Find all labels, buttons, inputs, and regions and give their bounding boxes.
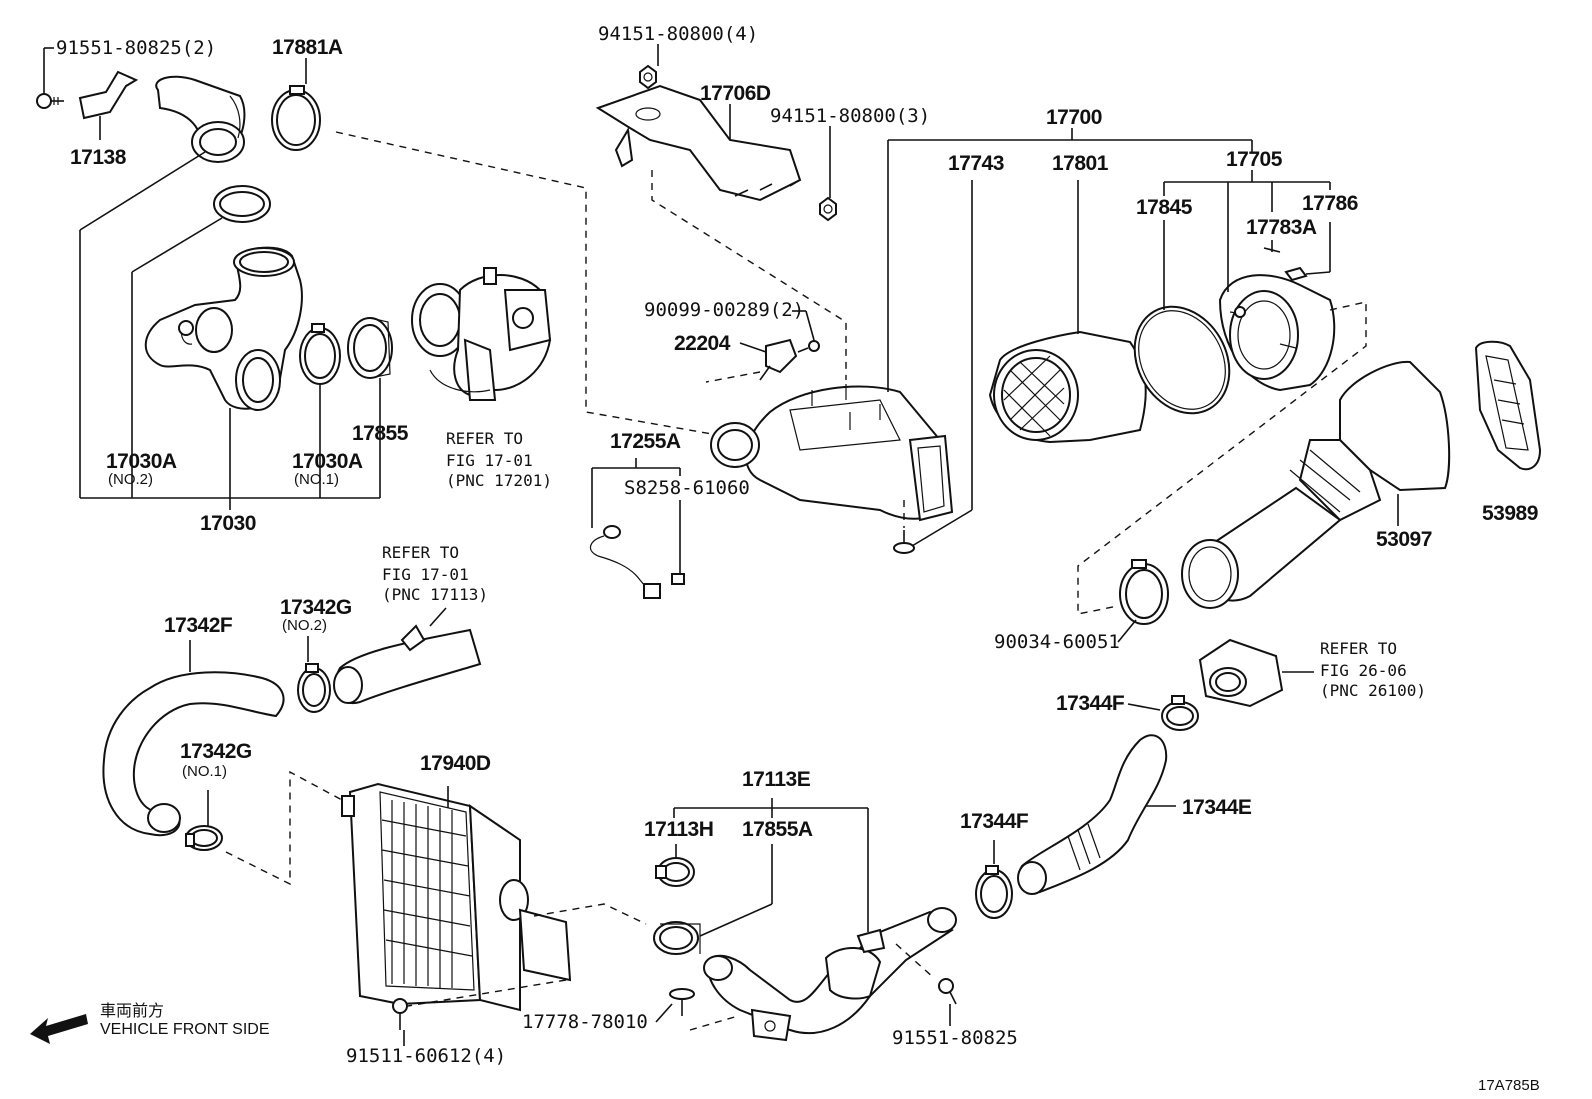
ref2-line1: REFER TO bbox=[382, 543, 459, 562]
label-17030A-no1: 17030A bbox=[292, 450, 363, 473]
label-17705: 17705 bbox=[1226, 148, 1283, 171]
label-17342G-no2: 17342G bbox=[280, 596, 352, 619]
label-17342G-no1-sub: (NO.1) bbox=[182, 763, 227, 780]
label-17855: 17855 bbox=[352, 422, 409, 445]
ref1-line2: FIG 17-01 bbox=[446, 451, 533, 470]
bolt-91551-80825-part-b bbox=[938, 978, 957, 1005]
label-17940D: 17940D bbox=[420, 752, 491, 775]
intercooler-17940D-part bbox=[341, 782, 572, 1012]
label-17255A: 17255A bbox=[610, 430, 681, 453]
elbow-hose-upper-part bbox=[155, 75, 246, 163]
label-17113H: 17113H bbox=[644, 818, 713, 841]
clip-17786-part bbox=[1284, 266, 1308, 282]
air-cleaner-case-part bbox=[710, 384, 954, 522]
cover-53989-part bbox=[1474, 340, 1542, 471]
clamp-90034-60051-part bbox=[1119, 559, 1169, 625]
pipe-17113E-part bbox=[703, 907, 957, 1042]
label-58258-61060: S8258-61060 bbox=[624, 477, 750, 499]
label-17030A-no2: 17030A bbox=[106, 450, 177, 473]
hose-17030-part bbox=[144, 246, 303, 411]
label-17344F-lower: 17344F bbox=[960, 810, 1029, 833]
clamp-17344F-upper-part bbox=[1161, 695, 1199, 731]
label-17706D: 17706D bbox=[700, 82, 771, 105]
label-17801: 17801 bbox=[1052, 152, 1109, 175]
ref2-line2: FIG 17-01 bbox=[382, 565, 469, 584]
clamp-17030A-no2-part bbox=[213, 185, 271, 223]
ref3-line1: REFER TO bbox=[1320, 639, 1397, 658]
label-17138: 17138 bbox=[70, 146, 127, 169]
nut-94151-80800-4-part bbox=[639, 64, 657, 90]
bolt-91551-80825-part bbox=[36, 93, 64, 109]
label-17783A: 17783A bbox=[1246, 216, 1317, 239]
bracket-17706D-part bbox=[595, 84, 802, 202]
clamp-17030A-no1-part bbox=[299, 323, 341, 385]
label-17342F: 17342F bbox=[164, 614, 233, 637]
label-17786: 17786 bbox=[1302, 192, 1358, 215]
pipe-ref-17113-part bbox=[333, 624, 482, 705]
ref1-line1: REFER TO bbox=[446, 429, 523, 448]
label-91511-60612-4: 91511-60612(4) bbox=[346, 1045, 506, 1067]
sensor-17255A-part bbox=[589, 525, 685, 599]
label-17700: 17700 bbox=[1046, 106, 1102, 129]
clamp-17113H-part bbox=[655, 857, 695, 887]
clamp-17344F-lower-part bbox=[975, 865, 1013, 919]
intake-duct-53097-part bbox=[1181, 360, 1451, 609]
label-17030: 17030 bbox=[200, 512, 256, 535]
label-90099-00289-2: 90099-00289(2) bbox=[644, 299, 804, 321]
label-17113E: 17113E bbox=[742, 768, 811, 791]
label-94151-80800-4: 94151-80800(4) bbox=[598, 23, 758, 45]
bolt-17778-78010-part bbox=[669, 988, 695, 1016]
label-17881A: 17881A bbox=[272, 36, 343, 59]
filter-element-17801-part bbox=[988, 330, 1147, 444]
diagram-code: 17A785B bbox=[1478, 1077, 1540, 1094]
clamp-17342G-no1-part bbox=[185, 825, 223, 851]
label-53097: 53097 bbox=[1376, 528, 1432, 551]
bolt-17743-part bbox=[893, 530, 915, 554]
label-53989: 53989 bbox=[1482, 502, 1538, 525]
label-90034-60051: 90034-60051 bbox=[994, 631, 1120, 653]
label-94151-80800-3: 94151-80800(3) bbox=[770, 105, 930, 127]
gasket-17845-part bbox=[1133, 305, 1231, 415]
label-17855A: 17855A bbox=[742, 818, 813, 841]
coupling-17855-part bbox=[347, 317, 393, 379]
hose-17855A-part bbox=[653, 921, 701, 955]
turbocharger-part bbox=[411, 267, 552, 401]
screw-90099-00289-part bbox=[797, 340, 820, 353]
ref3-line3: (PNC 26100) bbox=[1320, 681, 1426, 700]
front-direction-arrow-icon bbox=[30, 1014, 88, 1044]
label-91551-80825: 91551-80825 bbox=[892, 1027, 1018, 1049]
direction-japanese: 車両前方 bbox=[100, 1002, 164, 1020]
hose-17344E-part bbox=[1017, 734, 1168, 895]
label-17845: 17845 bbox=[1136, 196, 1193, 219]
label-17344F-upper: 17344F bbox=[1056, 692, 1125, 715]
nut-94151-80800-3-part bbox=[819, 196, 837, 222]
sensor-22204-part bbox=[759, 338, 798, 381]
pin-17783A-part bbox=[1263, 247, 1281, 253]
clamp-17881A-part bbox=[271, 85, 321, 151]
ref2-line3: (PNC 17113) bbox=[382, 585, 488, 604]
label-17342G-no2-sub: (NO.2) bbox=[282, 617, 327, 634]
label-17743: 17743 bbox=[948, 152, 1004, 175]
bolt-91511-60612-part bbox=[392, 998, 408, 1030]
ref1-line3: (PNC 17201) bbox=[446, 471, 552, 490]
label-17030A-no2-sub: (NO.2) bbox=[108, 471, 153, 488]
hose-17342F-part bbox=[102, 671, 285, 837]
outlet-ref-26100-part bbox=[1198, 638, 1284, 708]
label-17778-78010: 17778-78010 bbox=[522, 1011, 648, 1033]
clamp-17342G-no2-part bbox=[297, 663, 331, 713]
label-22204: 22204 bbox=[674, 332, 731, 355]
bracket-17138-part bbox=[78, 70, 139, 120]
label-17344E: 17344E bbox=[1182, 796, 1252, 819]
ref3-line2: FIG 26-06 bbox=[1320, 661, 1407, 680]
cap-17705-part bbox=[1218, 274, 1336, 392]
direction-english: VEHICLE FRONT SIDE bbox=[100, 1021, 270, 1038]
label-17030A-no1-sub: (NO.1) bbox=[294, 471, 339, 488]
label-91551-80825-2: 91551-80825(2) bbox=[56, 37, 216, 59]
label-17342G-no1: 17342G bbox=[180, 740, 252, 763]
